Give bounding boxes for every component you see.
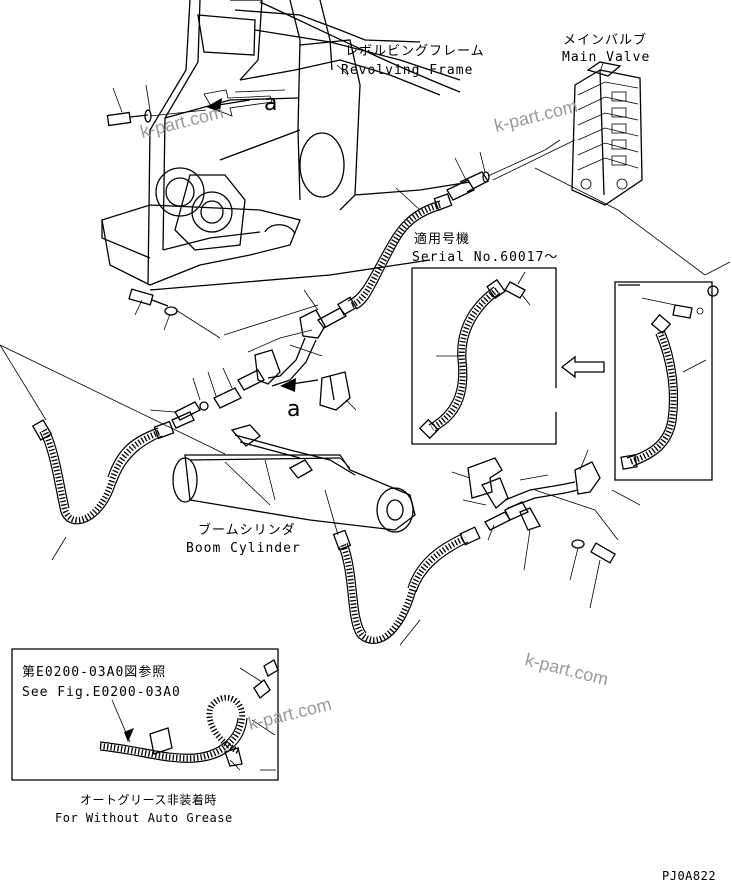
lower-hose: [324, 489, 481, 646]
watermark: k-part.com: [138, 102, 225, 142]
callout-a-top-label: a: [264, 91, 277, 116]
valve-fittings: [446, 149, 546, 201]
watermark: k-part.com: [523, 649, 610, 689]
without-grease-en: For Without Auto Grease: [55, 811, 233, 825]
boom-cylinder-jp: ブームシリンダ: [198, 522, 296, 538]
revolving-frame-jp: レボルビングフレーム: [345, 44, 485, 59]
lower-right-clamp-assembly: [451, 449, 641, 609]
mounting-bolt-middle: [128, 288, 178, 331]
mounting-bolt-top: [106, 84, 207, 127]
callout-a-top: a: [206, 91, 277, 116]
see-fig-en: See Fig.E0200-03A0: [22, 685, 181, 700]
callout-a-mid-label: a: [287, 397, 300, 422]
boom-cylinder-drawing: ブームシリンダ Boom Cylinder: [172, 424, 416, 556]
drawing-code: PJ0A822: [662, 869, 716, 883]
boom-cylinder-en: Boom Cylinder: [186, 541, 301, 556]
main-hose: [317, 187, 453, 329]
main-valve-jp: メインバルブ: [563, 32, 647, 48]
see-fig-jp: 第E0200-03A0図参照: [22, 664, 166, 680]
serial-jp: 適用号機: [414, 231, 470, 247]
callout-a-middle: a: [280, 371, 357, 422]
revolving-frame-en: Revolving Frame: [341, 63, 473, 78]
replacement-arrow: [560, 355, 605, 379]
without-auto-grease-inset: 第E0200-03A0図参照 See Fig.E0200-03A0 オートグリー…: [11, 648, 279, 825]
serial-en: Serial No.60017～: [412, 250, 558, 265]
watermark: k-part.com: [492, 96, 579, 136]
watermark: k-part.com: [246, 694, 333, 734]
revolving-frame-label: レボルビングフレーム Revolving Frame: [336, 44, 485, 78]
left-hose-loop: [0, 344, 226, 561]
previous-hose-inset: [614, 261, 731, 481]
main-valve-drawing: メインバルブ Main Valve: [492, 32, 706, 276]
serial-inset: 適用号機 Serial No.60017～: [411, 231, 558, 445]
fitting-chain-middle: [149, 367, 265, 421]
without-grease-jp: オートグリース非装着時: [80, 792, 217, 807]
main-valve-en: Main Valve: [562, 50, 650, 65]
center-clamp-assembly: [175, 289, 326, 387]
